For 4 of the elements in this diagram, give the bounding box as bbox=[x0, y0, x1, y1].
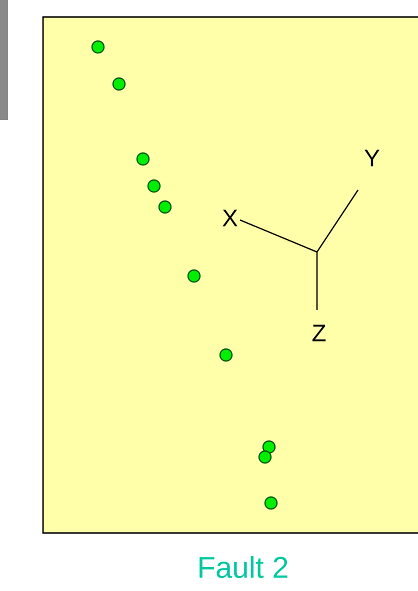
caption: Fault 2 bbox=[200, 556, 288, 578]
axis-label: Y bbox=[364, 150, 380, 166]
axis-label: X bbox=[222, 210, 238, 226]
axis-label: Z bbox=[312, 324, 326, 342]
